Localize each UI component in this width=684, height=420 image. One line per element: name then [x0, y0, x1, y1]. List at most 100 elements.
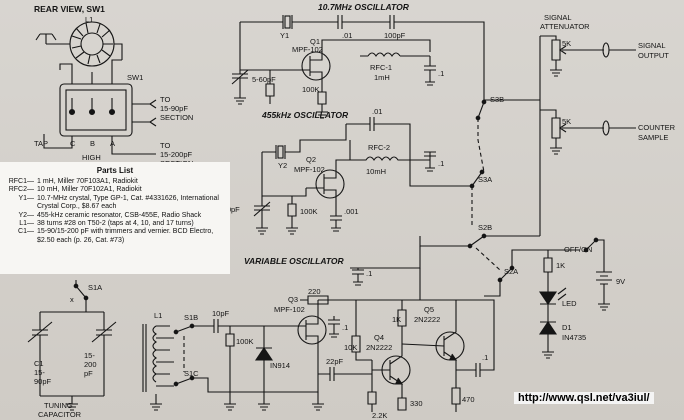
tap-lead	[43, 134, 73, 149]
jfet-q1	[290, 50, 331, 84]
tuning-cap-200	[91, 321, 117, 380]
c-22pf-label: 22pF	[326, 357, 344, 366]
switch-a-label: A	[110, 139, 115, 148]
rear-view-l1-label: L1	[85, 15, 93, 24]
c-1-label-3: .1	[366, 269, 372, 278]
part-ref: RFC1—	[8, 178, 34, 185]
switch-high-label: HIGH	[82, 153, 101, 162]
tuning-label-1: TUNING	[44, 401, 73, 410]
d1-label: D1	[562, 323, 572, 332]
tuning-cap-90	[27, 321, 53, 380]
switch-s1a	[40, 280, 104, 313]
tuning-label-2: CAPACITOR	[38, 410, 82, 419]
parts-list-item: Y2— 455-kHz ceramic resonator, CSB-455E,…	[0, 212, 230, 220]
switch-s3a	[469, 169, 485, 189]
part-ref: Y1—	[18, 194, 34, 202]
parts-list-item: RFC2— 10 mH, Miller 70F102A1, Radiokit	[0, 186, 230, 194]
signal-attenuator-label-1: SIGNAL	[544, 13, 572, 22]
part-desc: 38 turns #28 on T50-2 (taps at 4, 10, an…	[37, 220, 194, 228]
q3-label: Q3	[288, 295, 298, 304]
osc-10-7-title: 10.7MHz OSCILLATOR	[318, 2, 410, 12]
mpf102-label-1: MPF-102	[292, 45, 323, 54]
c-1-label-4: .1	[342, 323, 348, 332]
switch-s3b	[475, 99, 487, 121]
s1b-label: S1B	[184, 313, 198, 322]
battery-9v	[596, 271, 612, 311]
signal-output-jack	[602, 42, 636, 58]
c1-val-2: 90pF	[34, 377, 52, 386]
part-ref: L1—	[19, 220, 34, 228]
part-ref: RFC2—	[8, 186, 34, 194]
sw1-rear-view	[59, 59, 157, 137]
rfc1-value: 1mH	[374, 73, 390, 82]
to-90-label-3: SECTION	[160, 113, 193, 122]
q1-label: Q1	[310, 37, 320, 46]
transistor-q4	[372, 344, 411, 392]
source-url[interactable]: http://www.qsl.net/va3iul/	[514, 392, 654, 404]
r220-label: 220	[308, 287, 321, 296]
rfc2-choke	[350, 156, 420, 161]
c1-label: C1	[34, 359, 44, 368]
parts-list-item: C1— 15-90/15-200 pF with trimmers and ve…	[0, 228, 230, 245]
c-10pf-label: 10pF	[212, 309, 230, 318]
crystal-y1	[278, 15, 298, 29]
r5k-label-2: 5K	[562, 117, 571, 126]
trimmer-cap-1	[231, 69, 249, 98]
parts-list-panel: Parts List RFC1— 1 mH, Miller 70F103A1, …	[0, 162, 230, 274]
r100k-label-3: 100K	[236, 337, 254, 346]
c200-val-3: pF	[84, 369, 93, 378]
s2b-label: S2B	[478, 223, 492, 232]
diode-in914	[254, 326, 274, 411]
parts-list-item: RFC1— 1 mH, Miller 70F103A1, Radiokit	[0, 178, 230, 186]
parts-list-item: L1— 38 turns #28 on T50-2 (taps at 4, 10…	[0, 220, 230, 228]
r470-label: 470	[462, 395, 475, 404]
part-desc: 1 mH, Miller 70F103A1, Radiokit	[37, 178, 138, 185]
counter-sample-label-2: SAMPLE	[638, 133, 668, 142]
c-01-label-2: .01	[372, 107, 382, 116]
rfc1-label: RFC-1	[370, 63, 392, 72]
r10k-label: 10K	[344, 343, 357, 352]
part-ref: C1—	[18, 228, 34, 236]
c-001-label: .001	[344, 207, 359, 216]
part-desc: 10 mH, Miller 70F102A1, Radiokit	[37, 186, 142, 194]
r5k-label-1: 5K	[562, 39, 571, 48]
q4-type-label: 2N2222	[366, 343, 392, 352]
rear-view-title: REAR VIEW, SW1	[34, 4, 105, 14]
c-5-60-label-1: 5-60pF	[252, 75, 276, 84]
l1-label: L1	[154, 311, 162, 320]
toroid-inductor	[69, 21, 115, 67]
to-90-label-2: 15-90pF	[160, 104, 188, 113]
c-1-label-1: .1	[438, 69, 444, 78]
osc-var-title: VARIABLE OSCILLATOR	[244, 256, 345, 266]
r1k2-label: 1K	[392, 315, 401, 324]
switch-b-label: B	[90, 139, 95, 148]
switch-s2b	[419, 233, 487, 249]
r100k-label-2: 100K	[300, 207, 318, 216]
c-01-label-1: .01	[342, 31, 352, 40]
counter-sample-label-1: COUNTER	[638, 123, 676, 132]
part-desc: 10.7-MHz crystal, Type GP-1, Cat. #43316…	[37, 194, 219, 211]
rfc2-value: 10mH	[366, 167, 386, 176]
part-ref: Y2—	[18, 211, 34, 219]
parts-list-item: Y1— 10.7-MHz crystal, Type GP-1, Cat. #4…	[0, 195, 230, 212]
l1-lead-left	[35, 33, 70, 45]
power-switch	[583, 237, 605, 272]
q4-label: Q4	[374, 333, 384, 342]
s3a-label: S3A	[478, 175, 492, 184]
part-desc: 15-90/15-200 pF with trimmers and vernie…	[37, 228, 214, 244]
c200-val-1: 15-	[84, 351, 95, 360]
r330-label: 330	[410, 399, 423, 408]
inductor-l1	[142, 324, 174, 411]
9v-label: 9V	[616, 277, 625, 286]
jfet-q2	[306, 159, 350, 212]
led-label: LED	[562, 299, 577, 308]
to-90-label-1: TO	[160, 95, 170, 104]
trimmer-cap-2	[253, 196, 271, 235]
parts-list-title: Parts List	[96, 166, 134, 175]
switch-s1b	[173, 323, 208, 335]
to-200-label-2: 15-200pF	[160, 150, 193, 159]
signal-output-label-1: SIGNAL	[638, 41, 666, 50]
switch-s1c	[173, 375, 209, 387]
r100k-label-1: 100K	[302, 85, 320, 94]
